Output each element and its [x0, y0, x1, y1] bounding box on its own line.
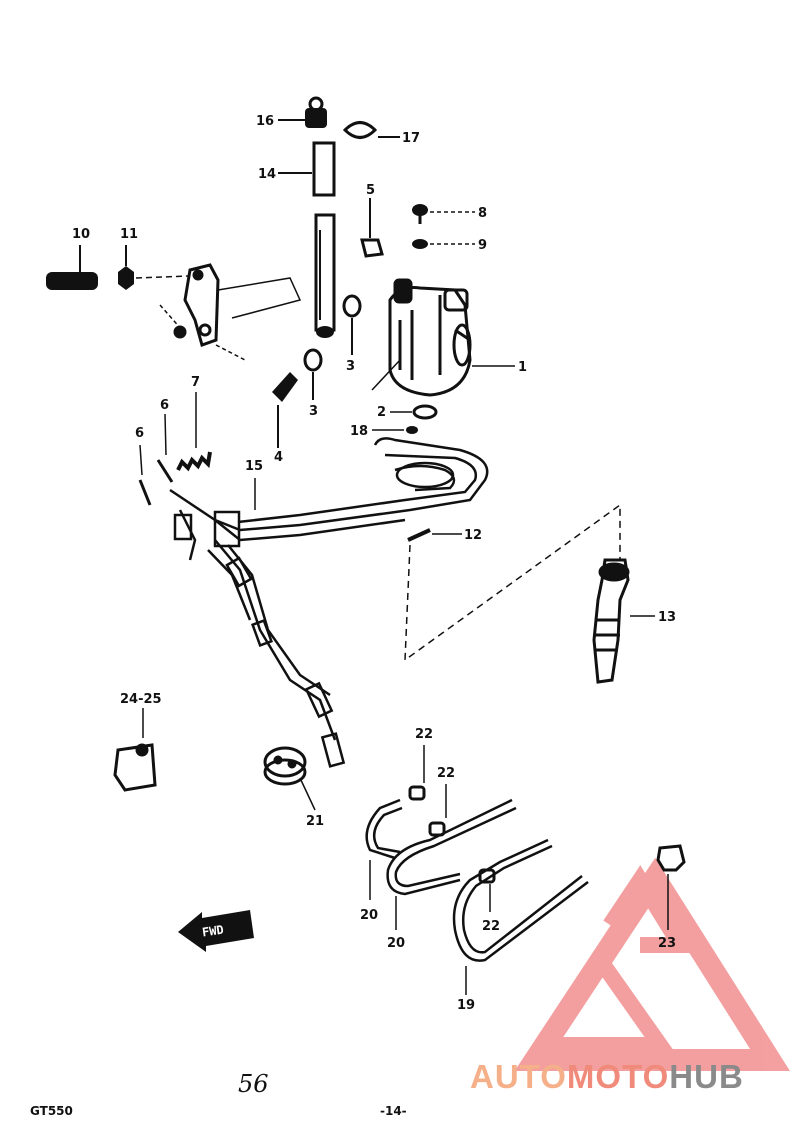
- part-15-wiring-harness: [169, 437, 489, 768]
- callout-6-left: 6: [135, 426, 144, 441]
- callout-6-right: 6: [160, 398, 169, 413]
- watermark-moto: MOTO: [566, 1058, 670, 1095]
- part-14-hose: [278, 141, 336, 338]
- part-19-hose: [452, 838, 589, 995]
- part-17-clip: [342, 121, 400, 139]
- callout-4: 4: [274, 450, 283, 465]
- part-5-grommet: [360, 198, 384, 258]
- part-7-spring: [176, 392, 212, 472]
- callout-7: 7: [191, 375, 200, 390]
- callout-23: 23: [658, 936, 676, 951]
- part-6-pin-left: [138, 444, 152, 506]
- part-2-washer: [390, 404, 438, 420]
- part-6-pin-right: [156, 413, 174, 483]
- callout-1: 1: [518, 360, 527, 375]
- callout-10: 10: [72, 227, 90, 242]
- mounting-bracket: [159, 263, 302, 361]
- part-24-25-clamp: [113, 708, 157, 792]
- callout-17: 17: [402, 131, 420, 146]
- part-21-grommet: [263, 746, 316, 811]
- callout-3-upper: 3: [346, 359, 355, 374]
- part-22-cap-b: [428, 784, 447, 837]
- callout-16: 16: [256, 114, 274, 129]
- part-8-screw: [412, 204, 475, 224]
- callout-11: 11: [120, 227, 138, 242]
- watermark-logo: [514, 857, 790, 1071]
- page-number: -14-: [380, 1104, 407, 1118]
- callout-5: 5: [366, 183, 375, 198]
- assembly-dash-lines: [404, 503, 621, 662]
- callout-20-upper: 20: [360, 908, 378, 923]
- callout-19: 19: [457, 998, 475, 1013]
- callout-22-c: 22: [482, 919, 500, 934]
- callout-2: 2: [377, 405, 386, 420]
- part-9-washer: [412, 239, 475, 249]
- part-13-drive-gear: [592, 558, 655, 684]
- watermark-text: AUTOMOTOHUB: [470, 1058, 744, 1096]
- callout-9: 9: [478, 238, 487, 253]
- callout-12: 12: [464, 528, 482, 543]
- part-16-hose-clip: [278, 96, 327, 128]
- part-18-washer: [372, 426, 418, 434]
- part-20-hose-upper: [365, 798, 403, 900]
- fwd-arrow: FWD: [178, 910, 254, 952]
- callout-22-b: 22: [437, 766, 455, 781]
- callout-14: 14: [258, 167, 276, 182]
- callout-18: 18: [350, 424, 368, 439]
- callout-20-lower: 20: [387, 936, 405, 951]
- part-3-washer-lower: [303, 348, 323, 400]
- callout-24-25: 24-25: [120, 692, 162, 707]
- part-4-bolt: [272, 372, 298, 448]
- callout-22-a: 22: [415, 727, 433, 742]
- part-10-screw: [46, 245, 98, 290]
- callout-13: 13: [658, 610, 676, 625]
- model-code: GT550: [30, 1104, 73, 1118]
- callout-21: 21: [306, 814, 324, 829]
- part-1-housing: [371, 278, 515, 397]
- callout-labels: 1 2 3 3 4 5 6 6 7 8 9 10 11 12 13 14 15 …: [72, 114, 676, 1013]
- part-12-pin: [407, 528, 462, 542]
- watermark-hub: HUB: [669, 1058, 744, 1095]
- handwritten-note: 56: [238, 1070, 269, 1098]
- part-3-washer-upper: [342, 294, 362, 355]
- part-11-nut: [118, 245, 189, 290]
- part-23-cap: [656, 844, 686, 930]
- part-22-cap-a: [408, 745, 426, 801]
- part-20-hose-lower: [386, 798, 517, 930]
- fwd-arrow-label: FWD: [201, 923, 224, 940]
- callout-15: 15: [245, 459, 263, 474]
- callout-3-lower: 3: [309, 404, 318, 419]
- watermark-auto: AUTO: [470, 1058, 567, 1095]
- callout-8: 8: [478, 206, 487, 221]
